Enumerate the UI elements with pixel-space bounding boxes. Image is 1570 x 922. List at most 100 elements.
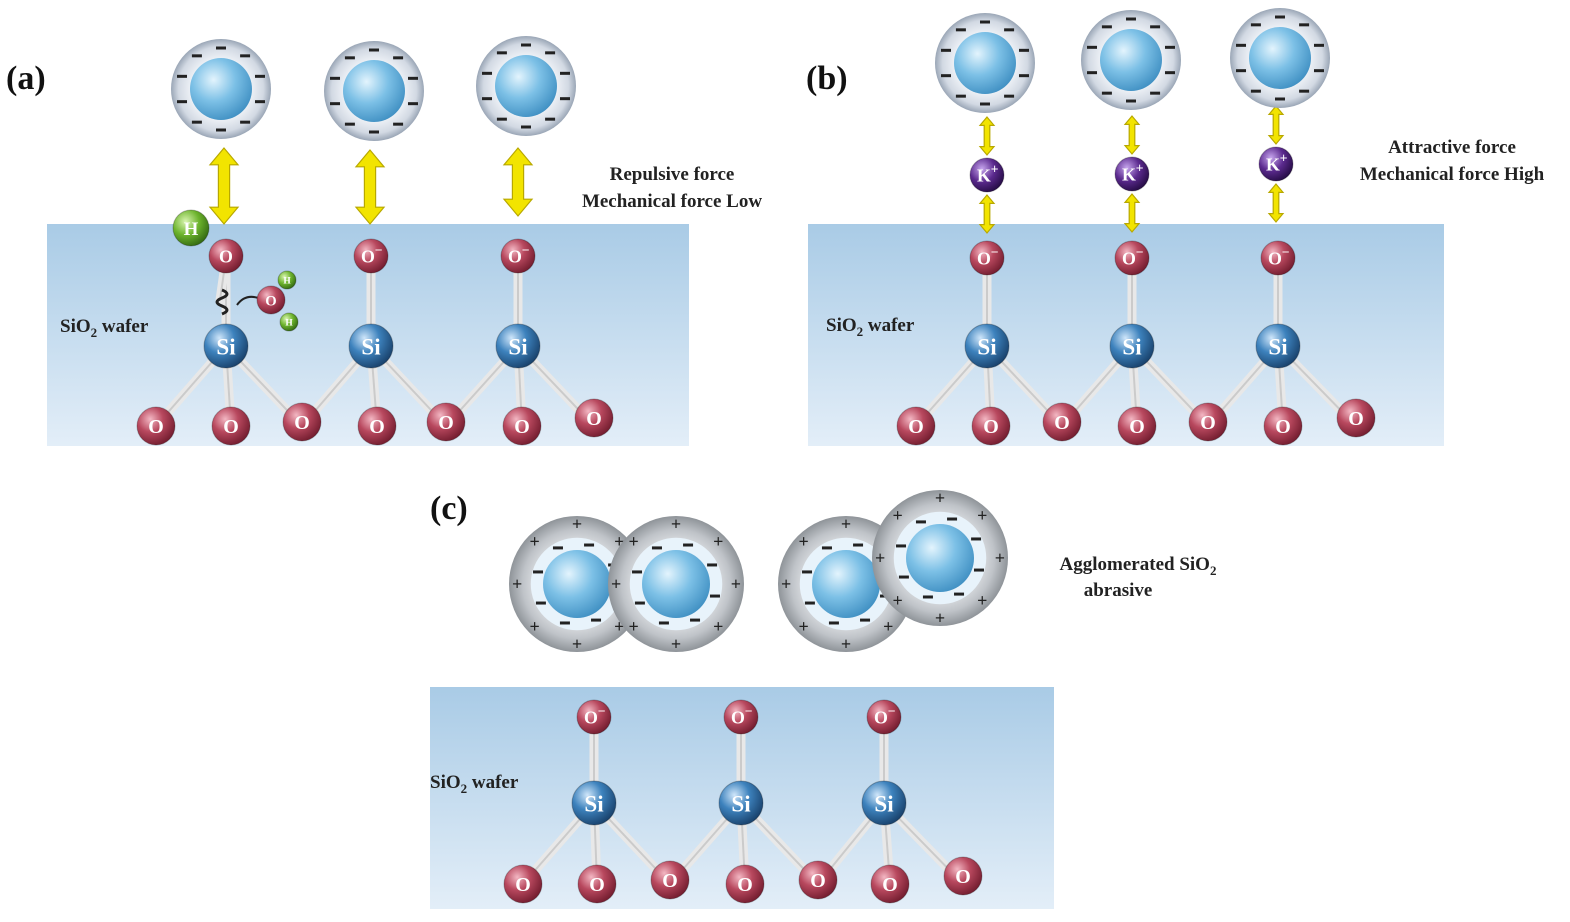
wafer-label-b-suffix: wafer [863, 315, 915, 336]
c-abrasive-3-minus-2 [922, 595, 933, 599]
b-bottom-oxygen-2: O [1042, 402, 1082, 442]
c-bottom-oxygen-1-sphere [577, 864, 617, 904]
b-bottom-oxygen-3: O [1117, 406, 1157, 446]
b-potassium-ion-1: K+ [1114, 156, 1150, 192]
c-abrasive-0-minus-3 [535, 601, 546, 605]
b-potassium-ion-0: K+ [969, 157, 1005, 193]
c-abrasive-1-plus-6: + [671, 514, 681, 534]
c-bottom-oxygen-1-label: O [589, 874, 605, 896]
b-surface-oxygen-ion-0-charge: − [991, 244, 999, 259]
b-abrasive-2-minus-2 [1313, 43, 1324, 47]
b-abrasive-0-minus-9 [955, 28, 966, 32]
b-abrasive-2-minus-5 [1275, 97, 1285, 101]
c-abrasive-2-core [812, 550, 880, 618]
c-abrasive-0-plus-2: + [572, 634, 582, 654]
a-surface-oxygen-ion-2: O− [500, 238, 536, 274]
c-abrasive-0-plus-5: + [530, 532, 540, 552]
b-abrasive-1-minus-5 [1126, 99, 1136, 103]
c-abrasive-3-minus-3 [898, 575, 909, 579]
b-abrasive-1-minus-3 [1164, 71, 1175, 75]
a-abrasive-0-minus-6 [191, 120, 202, 124]
b-potassium-ion-0-charge: + [991, 161, 999, 176]
a-silicon-1-sphere [348, 323, 394, 369]
b-abrasive-0-minus-6 [955, 94, 966, 98]
b-abrasive-1-minus-7 [1087, 71, 1098, 75]
b-potassium-ion-2: K+ [1258, 146, 1294, 182]
c-surface-oxygen-ion-1-charge: − [745, 703, 753, 718]
wafer-label-a-suffix: wafer [97, 316, 149, 337]
c-surface-oxygen-ion-2-sphere [866, 699, 902, 735]
c-silicon-2-sphere [861, 780, 907, 826]
c-abrasive-2-minus-1 [860, 618, 871, 622]
a-water-oxygen: O [256, 285, 286, 315]
b-potassium-ion-2-label: K [1266, 154, 1280, 174]
b-bottom-oxygen-5-sphere [1263, 406, 1303, 446]
c-bottom-oxygen-5: O [870, 864, 910, 904]
c-bottom-oxygen-5-sphere [870, 864, 910, 904]
a-arrow-0 [208, 147, 240, 225]
a-silicon-0-label: Si [216, 333, 236, 359]
c-abrasive-3-plus-6: + [935, 488, 945, 508]
a-silicon-2-label: Si [508, 333, 528, 359]
a-abrasive-1-minus-2 [407, 76, 418, 80]
a-surface-oxygen-ion-1-sphere [353, 238, 389, 274]
c-abrasive-0-plus-6: + [572, 514, 582, 534]
a-silicon-0: Si [203, 323, 249, 369]
wafer-label-a-main: SiO [60, 316, 91, 337]
b-abrasive-0-minus-2 [1018, 48, 1029, 52]
a-bottom-oxygen-3-sphere [357, 406, 397, 446]
a-bottom-oxygen-5-sphere [502, 406, 542, 446]
a-bottom-oxygen-6-sphere [574, 398, 614, 438]
force-arrows [208, 105, 1285, 234]
c-abrasive-1-core [642, 550, 710, 618]
c-surface-oxygen-ion-1: O− [723, 699, 759, 735]
a-abrasive-1 [324, 41, 424, 141]
panel-label-b: (b) [806, 60, 848, 97]
c-bottom-oxygen-2-sphere [650, 860, 690, 900]
c-abrasive-3-plus-2: + [935, 608, 945, 628]
b-abrasive-1 [1081, 10, 1181, 110]
c-abrasive-3-minus-7 [971, 537, 982, 541]
b-abrasive-1-minus-6 [1101, 91, 1112, 95]
b-silicon-0: Si [964, 323, 1010, 369]
c-bottom-oxygen-0-sphere [503, 864, 543, 904]
c-bottom-oxygen-1: O [577, 864, 617, 904]
b-bottom-oxygen-2-sphere [1042, 402, 1082, 442]
a-abrasive-1-minus-4 [393, 122, 404, 126]
c-abrasive-1-plus-7: + [713, 532, 723, 552]
a-bottom-oxygen-5: O [502, 406, 542, 446]
c-silicon-1: Si [718, 780, 764, 826]
wafer-label-c-sub: 2 [461, 781, 468, 796]
b-silicon-1-label: Si [1122, 333, 1142, 359]
wafer-label-b-main: SiO [826, 315, 857, 336]
b-silicon-2: Si [1255, 323, 1301, 369]
a-bottom-oxygen-0-sphere [136, 406, 176, 446]
a-bottom-oxygen-6: O [574, 398, 614, 438]
a-bottom-oxygen-1: O [211, 406, 251, 446]
c-abrasive-3-plus-3: + [893, 590, 903, 610]
c-abrasive-3-core [906, 524, 974, 592]
a-bottom-oxygen-4-label: O [438, 412, 454, 434]
a-abrasive-1-minus-6 [344, 122, 355, 126]
a-bottom-oxygen-2-label: O [294, 412, 310, 434]
b-silicon-2-sphere [1255, 323, 1301, 369]
c-abrasive-0-plus-4: + [512, 574, 522, 594]
b-bottom-oxygen-4: O [1188, 402, 1228, 442]
c-abrasive-2-plus-1: + [883, 616, 893, 636]
a-bottom-oxygen-0: O [136, 406, 176, 446]
a-hydrogen-surface: H [172, 209, 210, 247]
b-bottom-oxygen-0: O [896, 406, 936, 446]
c-silicon-1-sphere [718, 780, 764, 826]
a-bottom-oxygen-4-sphere [426, 402, 466, 442]
c-abrasive-0-minus-6 [584, 543, 595, 547]
c-abrasive-2-plus-4: + [781, 574, 791, 594]
a-water-hydrogen-bottom-label: H [285, 318, 293, 328]
a-silicon-2-sphere [495, 323, 541, 369]
b-surface-oxygen-ion-0-sphere [969, 240, 1005, 276]
b-abrasive-2-minus-0 [1275, 15, 1285, 19]
c-abrasive-1-minus-6 [683, 543, 694, 547]
c-bottom-oxygen-6: O [943, 856, 983, 896]
a-bottom-oxygen-2-sphere [282, 402, 322, 442]
c-silicon-2: Si [861, 780, 907, 826]
